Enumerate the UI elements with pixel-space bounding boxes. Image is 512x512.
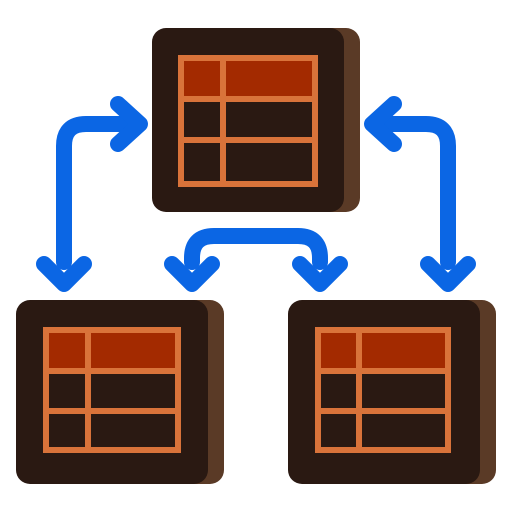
bottom-left-table-block <box>16 300 224 484</box>
bottom-right-table-header-fill <box>321 333 445 368</box>
left-sync-arrow-head-down <box>36 256 92 292</box>
left-sync-arrow-icon <box>36 96 148 292</box>
right-sync-arrow-head-left <box>364 96 402 152</box>
bottom-right-table-outline <box>315 327 451 453</box>
right-sync-arrow-head-down <box>420 256 476 292</box>
left-sync-arrow-path <box>56 116 136 270</box>
middle-sync-arrow-icon <box>164 228 348 292</box>
middle-sync-arrow-head-right <box>292 256 348 292</box>
right-sync-arrow-icon <box>364 96 476 292</box>
top-table-header-fill <box>184 61 312 97</box>
top-table-block <box>152 28 360 212</box>
top-table-outline <box>178 55 318 187</box>
top-table-grid <box>178 55 318 187</box>
middle-sync-arrow-path <box>184 228 328 270</box>
middle-sync-arrow-head-left <box>164 256 220 292</box>
bottom-left-table-outline <box>43 327 181 453</box>
right-sync-arrow-path <box>376 116 456 270</box>
bottom-left-table-grid <box>43 327 181 453</box>
bottom-right-table-block <box>288 300 496 484</box>
bottom-left-table-header-fill <box>49 333 175 368</box>
left-sync-arrow-head-right <box>110 96 148 152</box>
bottom-right-table-grid <box>315 327 451 453</box>
